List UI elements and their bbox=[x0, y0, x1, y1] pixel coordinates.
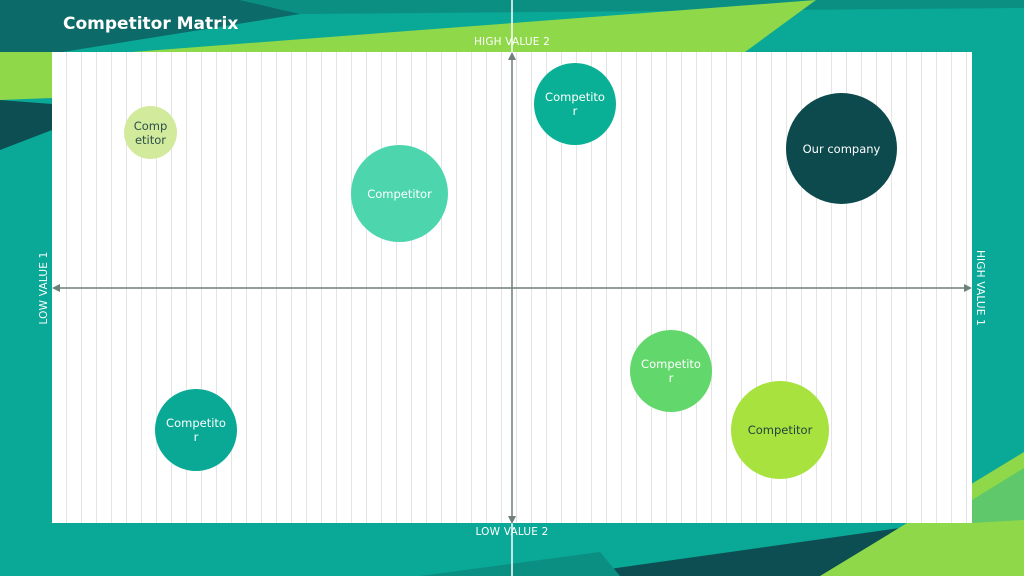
bubble-label: Comp etitor bbox=[133, 118, 168, 147]
axis-label-high-value-1: HIGH VALUE 1 bbox=[974, 249, 986, 327]
down-arrow-icon bbox=[508, 516, 516, 524]
axis-label-low-value-1: LOW VALUE 1 bbox=[38, 251, 50, 325]
axis-label-high-value-2: HIGH VALUE 2 bbox=[473, 36, 551, 48]
bubble-label: Competitor bbox=[367, 186, 432, 201]
bubble-label: Our company bbox=[802, 141, 881, 156]
axis-label-low-value-2: LOW VALUE 2 bbox=[475, 526, 549, 538]
page-title: Competitor Matrix bbox=[63, 14, 239, 34]
up-arrow-icon bbox=[508, 52, 516, 60]
competitor-bubble-upper-left: Competitor bbox=[351, 145, 448, 242]
competitor-bubble-lower-right: Competitor bbox=[731, 381, 829, 479]
our-company-bubble: Our company bbox=[786, 93, 897, 204]
bubble-label: Competitor bbox=[747, 423, 813, 437]
competitor-bubble-top-center: Competito r bbox=[534, 63, 616, 145]
bubble-label: Competito r bbox=[166, 416, 226, 444]
competitor-bubble-lower-center: Competito r bbox=[630, 330, 712, 412]
right-arrow-icon bbox=[964, 284, 972, 292]
competitor-bubble-small: Comp etitor bbox=[124, 106, 177, 159]
bubble-label: Competito r bbox=[641, 357, 701, 385]
bubble-label: Competito r bbox=[545, 90, 605, 118]
competitor-bubble-lower-left: Competito r bbox=[155, 389, 237, 471]
left-arrow-icon bbox=[52, 284, 60, 292]
